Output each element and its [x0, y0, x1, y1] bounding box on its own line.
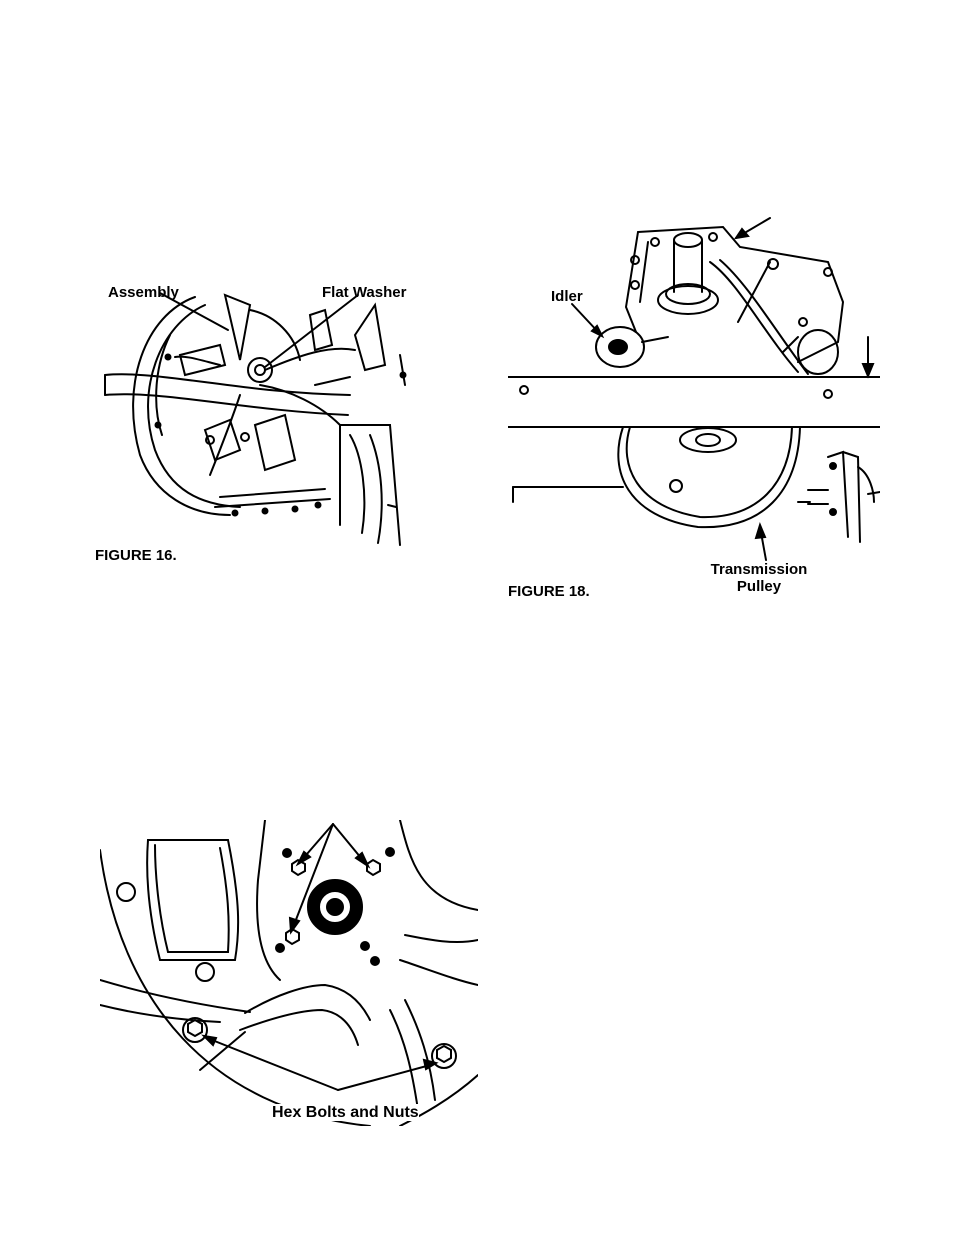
label-hex-bolts-and-nuts: Hex Bolts and Nuts — [272, 1104, 419, 1121]
hex-bolts-figure-illustration — [100, 820, 478, 1126]
figure-16-caption: FIGURE 16. — [95, 547, 177, 564]
housing-bolts-drawing — [100, 820, 478, 1126]
drive-belt-drawing — [508, 212, 880, 597]
label-idler: Idler — [551, 288, 583, 305]
figure-16-illustration — [100, 275, 415, 565]
label-transmission-pulley-line1: Transmission — [700, 561, 818, 578]
auger-assembly-drawing — [100, 275, 415, 565]
label-transmission-pulley-line2: Pulley — [700, 578, 818, 595]
figure-18-illustration — [508, 212, 880, 597]
figure-18-caption: FIGURE 18. — [508, 583, 590, 600]
label-flat-washer: Flat Washer — [322, 284, 406, 301]
label-assembly: Assembly — [108, 284, 179, 301]
